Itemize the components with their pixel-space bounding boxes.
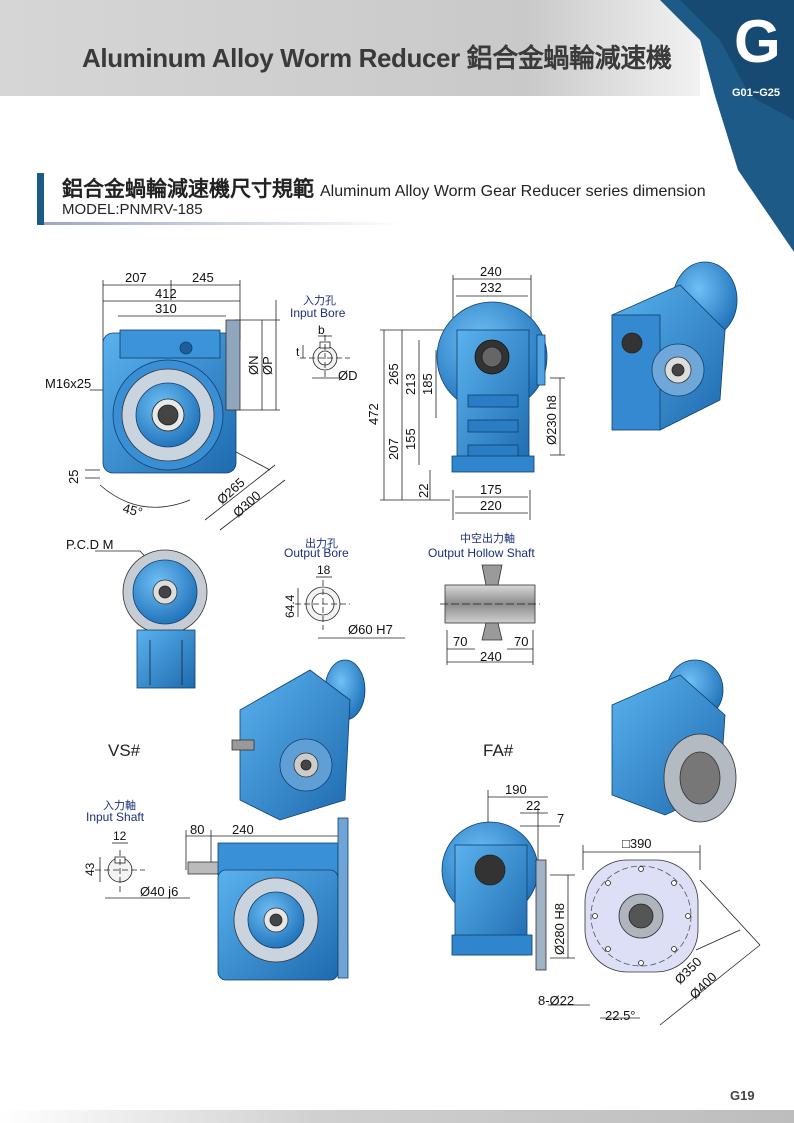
model-label: MODEL:PNMRV-185 (62, 201, 203, 218)
dim-22-fa: 22 (526, 798, 540, 813)
dim-64-4: 64.4 (283, 594, 297, 618)
fa-side-drawing (441, 790, 590, 1006)
dim-207-side: 207 (386, 438, 401, 460)
dim-155: 155 (403, 428, 418, 450)
pcd-label: P.C.D M (66, 537, 113, 552)
fa-flange-drawing (582, 845, 761, 1026)
view-vs-label: VS# (108, 741, 141, 760)
section-range: G01~G25 (732, 87, 781, 99)
output-bore-dims: 18 64.4 Ø60 H7 (283, 563, 393, 637)
front-view-body (102, 319, 241, 474)
output-bore-label-zh: 出力孔 (305, 538, 338, 550)
input-bore-dims: b t ØD (296, 323, 358, 383)
dim-213: 213 (403, 373, 418, 395)
reducer-3d-fa (611, 659, 737, 823)
side-view-body (436, 301, 548, 473)
dim-280h8: Ø280 H8 (552, 903, 567, 955)
section-title-en: Aluminum Alloy Worm Gear Reducer series … (320, 183, 706, 200)
vs-dims: 80 240 (190, 822, 254, 837)
dim-p: ØP (260, 356, 275, 375)
input-shaft-label-zh: 入力軸 (103, 800, 136, 812)
dim-43: 43 (83, 862, 97, 876)
vs-drawing (185, 817, 349, 981)
dim-22-5deg: 22.5° (605, 1008, 636, 1023)
dim-472: 472 (366, 403, 381, 425)
footer-bar (0, 1110, 794, 1123)
hollow-shaft-dims: 70 70 240 (453, 634, 528, 664)
input-shaft-dims: 12 43 Ø40 j6 (83, 829, 178, 899)
section-letter: G (734, 8, 781, 75)
dim-240-vs: 240 (232, 822, 254, 837)
hollow-shaft-label-en: Output Hollow Shaft (428, 546, 535, 560)
dim-40j6: Ø40 j6 (140, 884, 178, 899)
dim-240-shaft: 240 (480, 649, 502, 664)
dim-60h7: Ø60 H7 (348, 622, 393, 637)
header-band: Aluminum Alloy Worm Reducer 鋁合金蝸輪減速機 G G… (0, 0, 794, 252)
pcd-view-drawing (95, 549, 208, 689)
dim-412: 412 (155, 286, 177, 301)
dim-d: ØD (338, 368, 358, 383)
dim-190: 190 (505, 782, 527, 797)
dim-80: 80 (190, 822, 204, 837)
output-bore-drawing (295, 576, 405, 639)
input-bore-drawing (300, 335, 350, 380)
dim-t: t (296, 345, 300, 359)
dim-310: 310 (155, 301, 177, 316)
corner-tab-shade (680, 0, 794, 120)
input-shaft-drawing (95, 842, 190, 899)
side-view-drawing (380, 275, 565, 520)
dim-m16x25: M16x25 (45, 376, 91, 391)
dim-45deg: 45° (121, 500, 144, 520)
dim-232: 232 (480, 280, 502, 295)
view-fa-label: FA# (483, 741, 514, 760)
dim-25: 25 (66, 470, 81, 484)
dim-70-right: 70 (514, 634, 528, 649)
input-shaft-label-en: Input Shaft (86, 810, 145, 824)
dim-18: 18 (317, 563, 331, 577)
hollow-shaft-label-zh: 中空出力軸 (460, 533, 515, 545)
section-bar (37, 173, 44, 225)
section-title: 鋁合金蝸輪減速機尺寸規範 Aluminum Alloy Worm Gear Red… (62, 173, 706, 203)
dim-22: 22 (416, 484, 431, 498)
input-bore-label-zh: 入力孔 (303, 295, 336, 307)
reducer-3d-vs (231, 659, 366, 821)
side-view-dims: 240 232 472 265 213 185 155 207 22 Ø230 … (366, 264, 559, 513)
dim-12: 12 (113, 829, 127, 843)
dim-185: 185 (420, 373, 435, 395)
dim-n: ØN (246, 356, 261, 376)
dim-b: b (318, 323, 325, 337)
page-number: G19 (730, 1088, 755, 1103)
dim-207: 207 (125, 270, 147, 285)
dim-175: 175 (480, 482, 502, 497)
hollow-shaft-drawing (440, 564, 540, 665)
dim-245: 245 (192, 270, 214, 285)
dim-70-left: 70 (453, 634, 467, 649)
dim-8x22: 8-Ø22 (538, 993, 574, 1008)
section-title-zh: 鋁合金蝸輪減速機尺寸規範 (62, 177, 314, 201)
dim-265-side: 265 (386, 363, 401, 385)
dim-230h8: Ø230 h8 (544, 395, 559, 445)
page-title: Aluminum Alloy Worm Reducer 鋁合金蝸輪減速機 (82, 43, 672, 73)
input-bore-label-en: Input Bore (290, 306, 346, 320)
dim-7: 7 (557, 811, 564, 826)
fa-dims: 190 22 7 Ø280 H8 8-Ø22 □390 Ø350 Ø400 22… (505, 782, 720, 1023)
section-underline (44, 222, 404, 225)
dim-390: □390 (622, 836, 652, 851)
reducer-3d-top (611, 261, 738, 431)
dim-240: 240 (480, 264, 502, 279)
header-bar (0, 0, 700, 96)
output-bore-label-en: Output Bore (284, 546, 349, 560)
dim-220: 220 (480, 498, 502, 513)
header-graphics (0, 0, 794, 252)
